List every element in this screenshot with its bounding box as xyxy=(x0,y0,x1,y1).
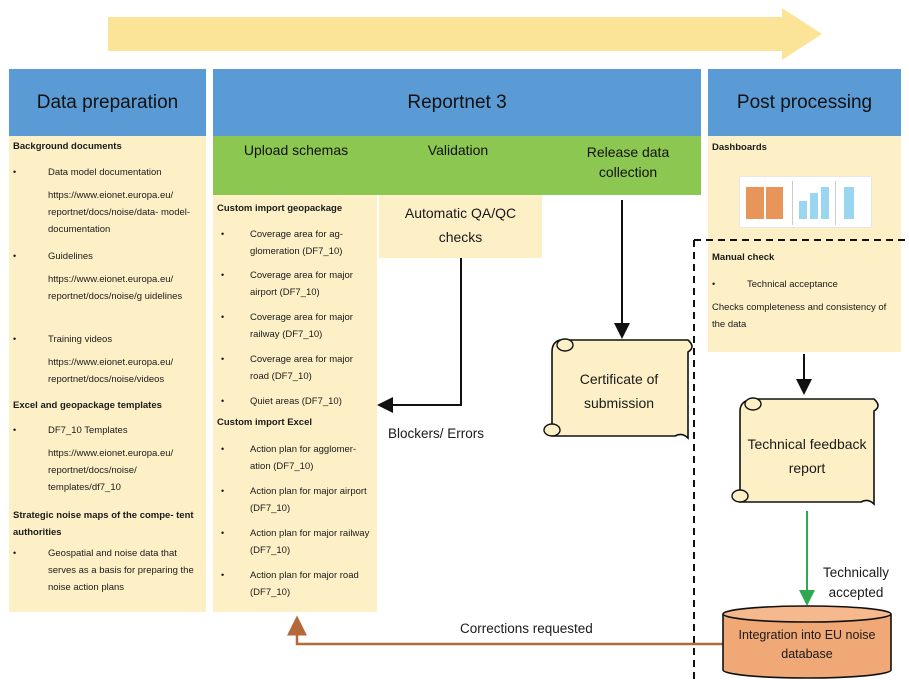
step-validation: Validation xyxy=(427,142,489,158)
templates-url: https://www.eionet.europa.eu/ reportnet/… xyxy=(48,448,174,493)
list-item-text: Quiet areas (DF7_10) xyxy=(250,396,342,407)
chart-bar xyxy=(766,187,783,219)
list-item-text: Action plan for agglomer- ation (DF7_10) xyxy=(250,444,357,472)
blockers-errors-label: Blockers/ Errors xyxy=(388,426,485,441)
column-header-post-processing: Post processing xyxy=(708,69,901,136)
corrections-requested-label: Corrections requested xyxy=(460,621,593,636)
data-preparation-panel: Background documents •Data model documen… xyxy=(9,136,206,612)
guidelines-url: https://www.eionet.europa.eu/ reportnet/… xyxy=(48,274,183,302)
dashboard-thumbnail xyxy=(739,176,872,228)
background-documents-title: Background documents xyxy=(13,141,122,152)
process-arrow xyxy=(108,8,822,60)
chart-bar xyxy=(810,193,818,219)
list-item: •Data model documentation xyxy=(13,167,162,178)
chart-bar xyxy=(799,201,807,219)
list-item: •DF7_10 Templates xyxy=(13,425,128,436)
list-item: •Training videos xyxy=(13,334,113,345)
step-release-data-collection: Release data collection xyxy=(586,144,670,180)
checks-text: Checks completeness and consistency of t… xyxy=(712,302,887,330)
column-header-data-preparation: Data preparation xyxy=(9,69,206,136)
geopackage-title: Custom import geopackage xyxy=(217,203,343,214)
list-item-text: Coverage area for major railway (DF7_10) xyxy=(250,312,353,340)
list-item-text: Action plan for major railway (DF7_10) xyxy=(250,528,370,556)
integration-eu-noise-database: Integration into EU noise database xyxy=(738,628,876,661)
reportnet-steps-bar: Upload schemas Validation Release data c… xyxy=(213,136,701,195)
automatic-qa-qc-box: Automatic QA/QC checks xyxy=(379,195,542,258)
chart-divider xyxy=(792,181,793,225)
strategic-maps-text: Geospatial and noise data that serves as… xyxy=(48,548,194,593)
certificate-of-submission: Certificate of submission xyxy=(579,371,659,411)
post-processing-panel: Dashboards Manual check •Technical accep… xyxy=(708,136,901,352)
list-item: •Technical acceptance xyxy=(712,279,838,290)
data-model-url: https://www.eionet.europa.eu/ reportnet/… xyxy=(48,190,191,235)
database-cylinder-shape xyxy=(722,605,892,679)
technically-accepted-label: Technically accepted xyxy=(822,565,890,600)
chart-divider xyxy=(835,181,836,225)
excel-title: Custom import Excel xyxy=(217,417,313,428)
column-header-reportnet: Reportnet 3 xyxy=(213,69,701,136)
manual-check-title: Manual check xyxy=(712,252,775,263)
technical-feedback-report: Technical feedback report xyxy=(747,436,867,476)
dashboards-title: Dashboards xyxy=(712,142,767,153)
step-upload-schemas: Upload schemas xyxy=(243,142,349,158)
strategic-maps-title: Strategic noise maps of the compe- tent … xyxy=(13,510,194,538)
training-url: https://www.eionet.europa.eu/ reportnet/… xyxy=(48,357,174,385)
list-item-text: Action plan for major road (DF7_10) xyxy=(250,570,359,598)
certificate-scroll-shape xyxy=(543,338,693,440)
templates-title: Excel and geopackage templates xyxy=(13,400,162,411)
list-item: •Guidelines xyxy=(13,251,93,262)
upload-schemas-panel: Custom import geopackage • Coverage area… xyxy=(213,195,377,612)
chart-bar xyxy=(844,187,854,219)
list-item-text: Coverage area for ag- glomeration (DF7_1… xyxy=(250,229,343,257)
list-item-text: Action plan for major airport (DF7_10) xyxy=(250,486,367,514)
list-item-text: Coverage area for major road (DF7_10) xyxy=(250,354,353,382)
feedback-scroll-shape xyxy=(731,397,879,506)
chart-bar xyxy=(746,187,764,219)
list-item-text: Coverage area for major airport (DF7_10) xyxy=(250,270,353,298)
chart-bar xyxy=(821,187,829,219)
